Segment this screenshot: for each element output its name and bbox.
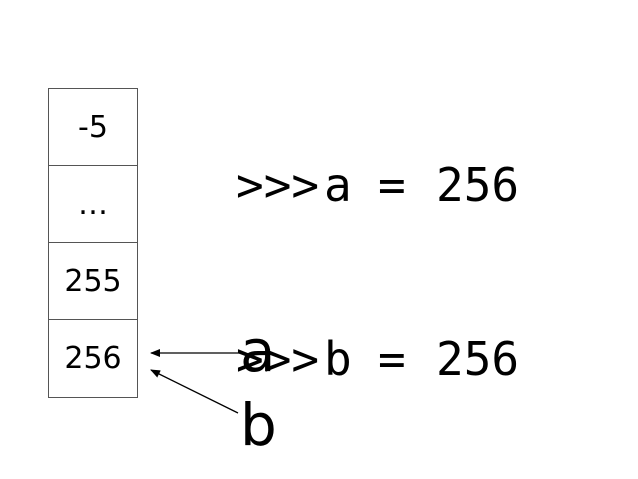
python-prompt: >>>: [236, 158, 320, 212]
code-line-b: >>>b = 256: [236, 330, 519, 388]
python-prompt: >>>: [236, 332, 320, 386]
variable-name: a: [324, 158, 352, 212]
memory-cell-ellipsis: …: [49, 166, 137, 243]
reference-label-b: b: [240, 391, 277, 459]
assigned-value: 256: [436, 332, 520, 386]
python-code-block: >>>a=256 >>>b=256: [236, 40, 519, 446]
arrow-b-to-256: [150, 369, 239, 414]
assigned-value: 256: [436, 158, 520, 212]
code-line-a: >>>a = 256: [236, 156, 519, 214]
assignment-operator: =: [378, 158, 406, 212]
memory-cell: -5: [49, 89, 137, 166]
memory-cell: 255: [49, 243, 137, 320]
memory-cell-target: 256: [64, 341, 122, 376]
assignment-operator: =: [378, 332, 406, 386]
variable-name: b: [324, 332, 352, 386]
reference-label-a: a: [240, 317, 276, 385]
integer-cache-memory: -5 … 255 256: [48, 88, 138, 398]
